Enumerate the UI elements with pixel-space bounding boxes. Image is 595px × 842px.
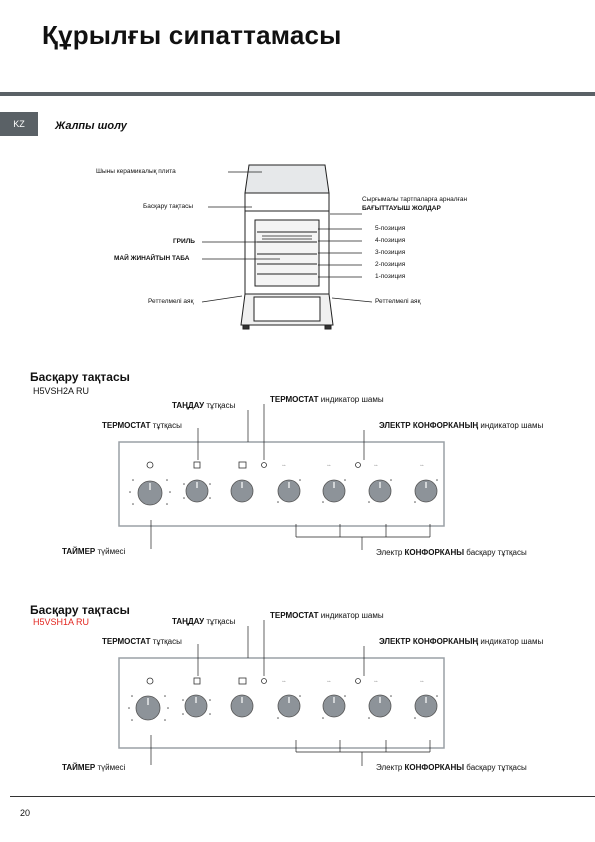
- panel2-selector-knob-label: ТАҢДАУ тұтқасы: [172, 617, 236, 626]
- label-rack-guides-1: Сырғымалы тартпаларға арналған: [362, 196, 468, 203]
- label-position-5: 5-позиция: [375, 225, 406, 232]
- svg-text:◦◦: ◦◦: [282, 679, 286, 685]
- label-drip-tray: МАЙ ЖИНАЙТЫН ТАБА: [114, 255, 190, 262]
- footer-rule: [10, 796, 595, 797]
- panel2-model: H5VSH1A RU: [33, 617, 90, 627]
- panel1-hob-indicator-label: ЭЛЕКТР КОНФОРКАНЫҢ индикатор шамы: [379, 421, 544, 430]
- page-title: Құрылғы сипаттамасы: [42, 20, 342, 50]
- svg-text:◦◦: ◦◦: [282, 463, 286, 469]
- label-adjustable-foot-right: Реттелмелі аяқ: [375, 298, 421, 305]
- overview-heading: Жалпы шолу: [55, 120, 127, 132]
- svg-text:◦◦: ◦◦: [420, 679, 424, 685]
- panel1-thermostat-indicator-label: ТЕРМОСТАТ индикатор шамы: [270, 395, 384, 404]
- panel2-hob-indicator-label: ЭЛЕКТР КОНФОРКАНЫҢ индикатор шамы: [379, 637, 544, 646]
- label-control-panel: Басқару тақтасы: [143, 203, 193, 210]
- svg-text:◦◦: ◦◦: [327, 463, 331, 469]
- panel1-selector-knob-label: ТАҢДАУ тұтқасы: [172, 401, 236, 410]
- panel2-hob-knobs-label: Электр КОНФОРКАНЫ басқару тұтқасы: [376, 763, 527, 772]
- label-position-4: 4-позиция: [375, 237, 406, 244]
- language-tab: KZ: [0, 112, 38, 136]
- svg-text:◦◦: ◦◦: [374, 679, 378, 685]
- label-position-1: 1-позиция: [375, 273, 406, 280]
- panel2-heading: Басқару тақтасы: [30, 603, 130, 617]
- label-position-3: 3-позиция: [375, 249, 406, 256]
- panel1-thermostat-knob-label: ТЕРМОСТАТ тұтқасы: [102, 421, 182, 430]
- svg-text:◦◦: ◦◦: [420, 463, 424, 469]
- panel2-thermostat-indicator-label: ТЕРМОСТАТ индикатор шамы: [270, 611, 384, 620]
- panel1-hob-knobs-label: Электр КОНФОРКАНЫ басқару тұтқасы: [376, 548, 527, 557]
- label-glass-ceramic-hob: Шыны керамикалық плита: [96, 168, 176, 175]
- page-number: 20: [20, 808, 31, 818]
- label-rack-guides-2: БАҒЫТТАУЫШ ЖОЛДАР: [362, 205, 441, 212]
- svg-text:◦◦: ◦◦: [327, 679, 331, 685]
- panel1-timer-label: ТАЙМЕР түймесі: [62, 547, 126, 556]
- panel1-model: H5VSH2A RU: [33, 386, 90, 396]
- label-position-2: 2-позиция: [375, 261, 406, 268]
- panel1-heading: Басқару тақтасы: [30, 370, 130, 384]
- panel2-timer-label: ТАЙМЕР түймесі: [62, 763, 126, 772]
- label-adjustable-foot-left: Реттелмелі аяқ: [148, 298, 194, 305]
- title-rule: [0, 92, 595, 96]
- svg-text:◦◦: ◦◦: [374, 463, 378, 469]
- label-grill: ГРИЛЬ: [173, 238, 195, 245]
- panel2-thermostat-knob-label: ТЕРМОСТАТ тұтқасы: [102, 637, 182, 646]
